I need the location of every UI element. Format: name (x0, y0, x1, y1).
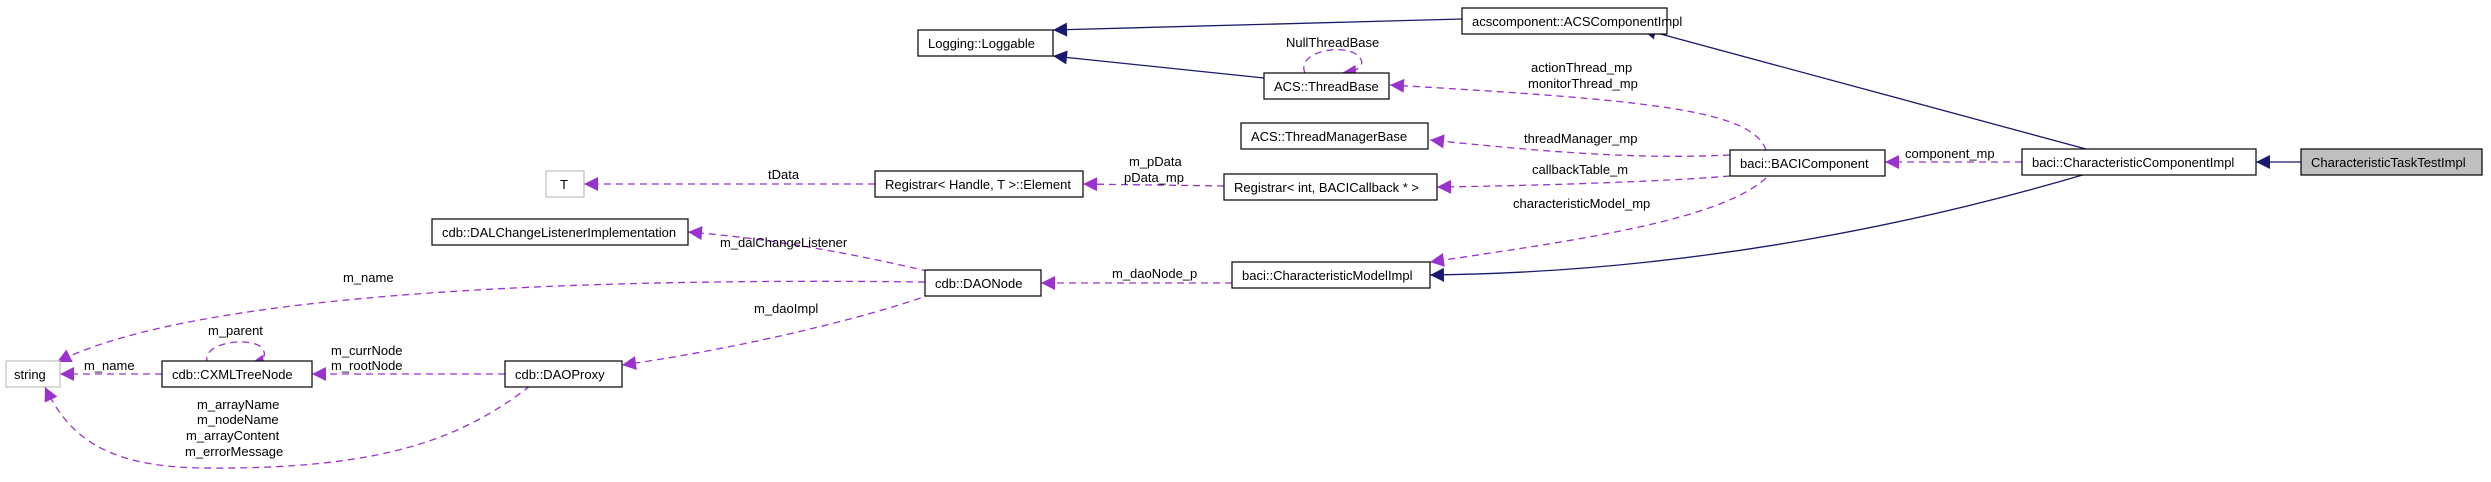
edge-label-error-message: m_errorMessage (185, 444, 283, 459)
edge-daonode-to-dallistener (687, 226, 941, 275)
svg-text:ACS::ThreadBase: ACS::ThreadBase (1274, 79, 1379, 94)
edge-labels: NullThreadBase actionThread_mp monitorTh… (84, 35, 1995, 459)
node-logging-loggable[interactable]: Logging::Loggable (917, 29, 1054, 57)
edge-label-action-thread: actionThread_mp (1531, 60, 1632, 75)
node-dao-node[interactable]: cdb::DAONode (924, 269, 1042, 297)
svg-text:Logging::Loggable: Logging::Loggable (928, 36, 1035, 51)
svg-text:baci::CharacteristicComponentI: baci::CharacteristicComponentImpl (2032, 155, 2234, 170)
nodes: Logging::Loggable acscomponent::ACSCompo… (5, 7, 2483, 388)
edge-threadbase-self (1303, 49, 1363, 79)
node-baci-component[interactable]: baci::BACIComponent (1729, 149, 1886, 177)
edge-label-characteristic-model: characteristicModel_mp (1513, 196, 1650, 211)
edge-charcomp-to-charmodel (1429, 173, 2087, 282)
svg-text:baci::CharacteristicModelImpl: baci::CharacteristicModelImpl (1242, 268, 1413, 283)
edge-label-curr-node: m_currNode (331, 343, 403, 358)
svg-text:Registrar< Handle, T >::Elemen: Registrar< Handle, T >::Element (885, 177, 1071, 192)
node-characteristic-model-impl[interactable]: baci::CharacteristicModelImpl (1231, 261, 1431, 289)
edge-label-node-name: m_nodeName (197, 412, 279, 427)
node-acs-component-impl[interactable]: acscomponent::ACSComponentImpl (1461, 7, 1682, 35)
node-dal-change-listener-implementation[interactable]: cdb::DALChangeListenerImplementation (431, 218, 689, 246)
edge-label-dao-impl: m_daoImpl (754, 301, 818, 316)
svg-text:cdb::DAOProxy: cdb::DAOProxy (515, 367, 605, 382)
edges (44, 18, 2301, 469)
node-thread-manager-base[interactable]: ACS::ThreadManagerBase (1240, 122, 1429, 150)
svg-text:T: T (560, 177, 568, 192)
edge-label-dal-change-listener: m_dalChangeListener (720, 235, 848, 250)
edge-daonode-to-daoproxy (621, 293, 933, 371)
node-thread-base[interactable]: ACS::ThreadBase (1263, 72, 1390, 100)
svg-text:string: string (14, 367, 46, 382)
node-registrar-int-callback[interactable]: Registrar< int, BACICallback * > (1223, 173, 1438, 201)
node-cxml-tree-node[interactable]: cdb::CXMLTreeNode (161, 360, 313, 388)
node-characteristic-component-impl[interactable]: baci::CharacteristicComponentImpl (2021, 148, 2257, 176)
edge-acscomponent-to-loggable (1052, 18, 1463, 37)
node-registrar-element[interactable]: Registrar< Handle, T >::Element (874, 170, 1084, 198)
edge-label-pdata-mp: pData_mp (1124, 170, 1184, 185)
node-dao-proxy[interactable]: cdb::DAOProxy (504, 360, 623, 388)
edge-label-callback-table: callbackTable_m (1532, 162, 1628, 177)
edge-baci-to-threadmanager (1429, 134, 1731, 157)
edge-threadbase-to-loggable (1052, 50, 1265, 79)
edge-label-m-pdata: m_pData (1129, 154, 1183, 169)
edge-label-root-node: m_rootNode (331, 358, 403, 373)
node-string[interactable]: string (5, 360, 61, 388)
svg-text:baci::BACIComponent: baci::BACIComponent (1740, 156, 1869, 171)
svg-text:CharacteristicTaskTestImpl: CharacteristicTaskTestImpl (2311, 155, 2466, 170)
node-characteristic-task-test-impl[interactable]: CharacteristicTaskTestImpl (2300, 148, 2483, 176)
edge-label-monitor-thread: monitorThread_mp (1528, 76, 1638, 91)
edge-label-t-data: tData (768, 167, 800, 182)
edge-baci-to-threadbase (1389, 78, 1767, 151)
edge-label-dao-node-p: m_daoNode_p (1112, 266, 1197, 281)
node-template-param-t[interactable]: T (545, 170, 585, 198)
edge-label-m-name-top: m_name (343, 270, 394, 285)
edge-label-m-parent: m_parent (208, 323, 263, 338)
svg-text:cdb::DALChangeListenerImplemen: cdb::DALChangeListenerImplementation (442, 225, 676, 240)
edge-label-array-content: m_arrayContent (186, 428, 280, 443)
edge-label-thread-manager: threadManager_mp (1524, 131, 1637, 146)
svg-text:Registrar< int, BACICallback *: Registrar< int, BACICallback * > (1234, 180, 1419, 195)
svg-text:ACS::ThreadManagerBase: ACS::ThreadManagerBase (1251, 129, 1407, 144)
edge-label-component: component_mp (1905, 146, 1995, 161)
edge-label-array-name: m_arrayName (197, 397, 279, 412)
edge-label-m-name-left: m_name (84, 358, 135, 373)
svg-text:acscomponent::ACSComponentImpl: acscomponent::ACSComponentImpl (1472, 14, 1682, 29)
svg-text:cdb::DAONode: cdb::DAONode (935, 276, 1022, 291)
edge-baci-to-registrar-int (1436, 175, 1731, 194)
edge-daoproxy-to-string (44, 385, 531, 469)
edge-daonode-to-string (56, 280, 926, 363)
edge-label-null-thread-base: NullThreadBase (1286, 35, 1379, 50)
edge-charcomp-to-acscomponent (1641, 25, 2087, 150)
svg-text:cdb::CXMLTreeNode: cdb::CXMLTreeNode (172, 367, 293, 382)
edge-baci-to-charmodel (1429, 177, 1767, 267)
